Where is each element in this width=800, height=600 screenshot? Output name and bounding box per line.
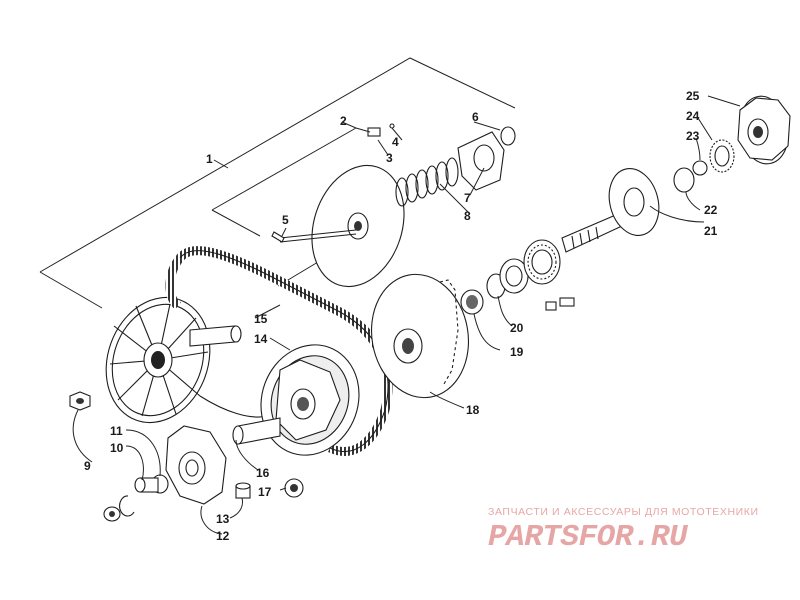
roller-13 <box>235 482 251 499</box>
cam-7 <box>457 131 505 191</box>
watermark-tagline: ЗАПЧАСТИ И АКСЕССУАРЫ ДЛЯ МОТОТЕХНИКИ <box>488 506 759 518</box>
label-20: 20 <box>510 321 524 335</box>
label-9: 9 <box>84 459 91 473</box>
assembly-bracket-lines <box>39 57 516 309</box>
label-8: 8 <box>464 209 471 223</box>
seal-19 <box>460 289 484 315</box>
drive-fixed-sheave <box>105 296 242 424</box>
label-22: 22 <box>704 203 718 217</box>
washer-23 <box>692 160 708 176</box>
pin-5 <box>271 231 285 243</box>
ring-20 <box>486 258 529 299</box>
clutch-hub-25 <box>737 95 791 165</box>
label-21: 21 <box>704 224 718 238</box>
label-17: 17 <box>258 485 272 499</box>
driven-fixed-sheave <box>279 164 405 288</box>
label-6: 6 <box>472 110 479 124</box>
label-2: 2 <box>340 114 347 128</box>
needle-bearing-24 <box>709 139 735 173</box>
spring-8 <box>395 157 459 207</box>
driven-movable-sheave <box>370 273 470 399</box>
bolt-small <box>545 297 575 311</box>
label-14: 14 <box>254 332 268 346</box>
part-labels: 1 2 3 4 5 6 7 8 9 10 11 12 13 14 15 16 1… <box>84 89 718 543</box>
drive-shaft <box>232 417 281 445</box>
label-5: 5 <box>282 213 289 227</box>
bearing-main <box>523 239 561 285</box>
label-12: 12 <box>216 529 230 543</box>
watermark-logo: PARTSFOR.RU <box>488 520 688 555</box>
leader-lines <box>72 95 741 535</box>
bushing-set <box>103 474 169 522</box>
label-13: 13 <box>216 512 230 526</box>
label-23: 23 <box>686 129 700 143</box>
ring-22 <box>673 167 695 193</box>
bearing-17 <box>284 478 304 498</box>
label-24: 24 <box>686 109 700 123</box>
drive-spider-cover <box>165 425 227 505</box>
label-7: 7 <box>464 191 471 205</box>
label-19: 19 <box>510 345 524 359</box>
label-15: 15 <box>254 312 268 326</box>
drive-movable-sheave <box>260 344 360 456</box>
button-3-4 <box>367 123 395 137</box>
label-16: 16 <box>256 466 270 480</box>
nut-9 <box>69 391 91 411</box>
label-1: 1 <box>206 152 213 166</box>
label-10: 10 <box>110 441 124 455</box>
snap-ring-6 <box>500 126 516 146</box>
label-18: 18 <box>466 403 480 417</box>
label-3: 3 <box>386 151 393 165</box>
watermark: ЗАПЧАСТИ И АКСЕССУАРЫ ДЛЯ МОТОТЕХНИКИ PA… <box>488 506 788 555</box>
label-25: 25 <box>686 89 700 103</box>
label-11: 11 <box>110 424 123 438</box>
label-4: 4 <box>392 135 399 149</box>
output-shaft <box>561 168 660 253</box>
